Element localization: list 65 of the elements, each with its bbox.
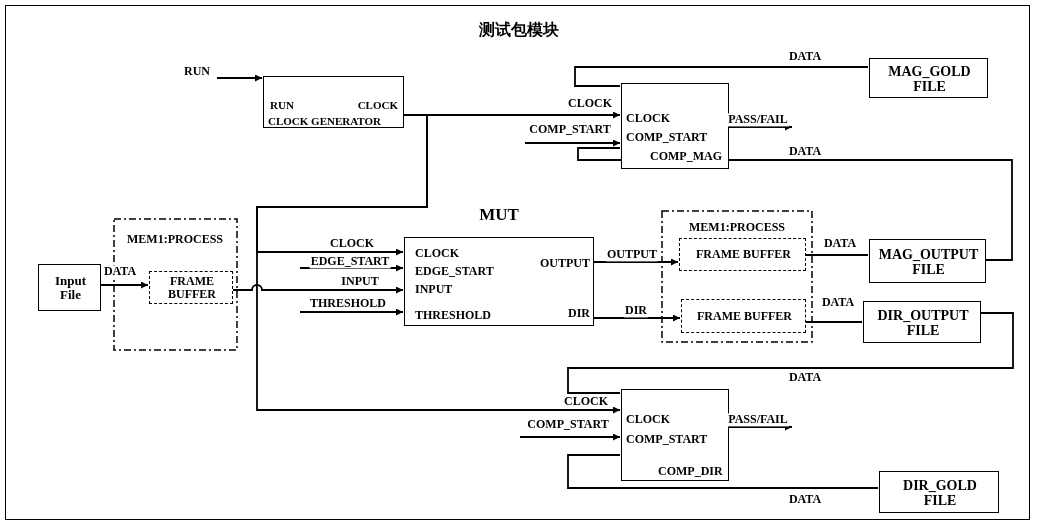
port-label: COMP_START [626, 131, 708, 145]
edge-label: DATA [102, 265, 138, 279]
port-label: COMP_MAG [650, 150, 722, 164]
process-group [661, 210, 813, 343]
box-label: FRAME BUFFER [167, 274, 217, 302]
connector-line [804, 254, 869, 256]
port-label: CLOCK [626, 112, 670, 126]
arrow [99, 281, 149, 289]
arrow [231, 284, 404, 294]
box-label: MAG_GOLD FILE [887, 63, 972, 95]
edge-label: PASS/FAIL [727, 113, 789, 127]
arrow [727, 423, 793, 431]
port-label: EDGE_START [415, 265, 494, 279]
arrow [299, 308, 404, 316]
module-box [879, 471, 999, 513]
arrow [216, 74, 263, 82]
edge-label: OUTPUT [606, 248, 658, 262]
edge-label: COMP_START [526, 418, 610, 432]
port-label: RUN [270, 98, 294, 112]
group-label: MEM1:PROCESS [127, 233, 223, 247]
box-label: DIR_GOLD FILE [902, 477, 978, 509]
module-title: 测试包模块 [477, 21, 560, 39]
module-box [621, 389, 729, 481]
connector-line [574, 66, 869, 87]
arrow [727, 123, 793, 131]
connector-line [567, 454, 879, 489]
buffer-box [681, 299, 806, 333]
module-box [621, 83, 729, 169]
port-label: CLOCK GENERATOR [268, 114, 381, 128]
arrow [519, 433, 621, 441]
module-box [869, 58, 988, 98]
port-label: CLOCK [415, 247, 459, 261]
connector-line [567, 312, 1014, 394]
module-box [38, 264, 101, 311]
box-label: DIR_OUTPUT FILE [876, 307, 970, 339]
edge-label: PASS/FAIL [727, 413, 789, 427]
buffer-box [149, 271, 233, 304]
port-label: THRESHOLD [415, 309, 492, 323]
connector-line [804, 321, 863, 323]
arrow [592, 314, 681, 322]
port-label: COMP_START [626, 433, 708, 447]
port-label: CLOCK [626, 413, 670, 427]
port-label: INPUT [415, 283, 453, 297]
edge-label: COMP_START [528, 123, 612, 137]
port-label: OUTPUT [540, 257, 590, 271]
edge-label: DIR [624, 304, 648, 318]
module-box [869, 239, 986, 283]
signal-label: RUN [184, 63, 218, 79]
arrow [592, 258, 679, 266]
port-label: DIR [568, 307, 590, 321]
module-title: MUT [479, 205, 519, 225]
port-label: CLOCK [357, 98, 398, 112]
module-box [863, 301, 981, 343]
edge-label: EDGE_START [309, 255, 391, 269]
arrow [256, 114, 621, 414]
box-label: MAG_OUTPUT FILE [877, 246, 980, 278]
module-frame [5, 5, 1030, 520]
box-label: FRAME BUFFER [695, 248, 792, 262]
group-label: MEM1:PROCESS [689, 221, 785, 235]
arrow [524, 139, 621, 147]
module-box [263, 76, 404, 128]
buffer-box [679, 238, 806, 271]
port-label: COMP_DIR [658, 465, 723, 479]
box-label: FRAME BUFFER [696, 310, 793, 324]
box-label: Input File [53, 273, 88, 303]
